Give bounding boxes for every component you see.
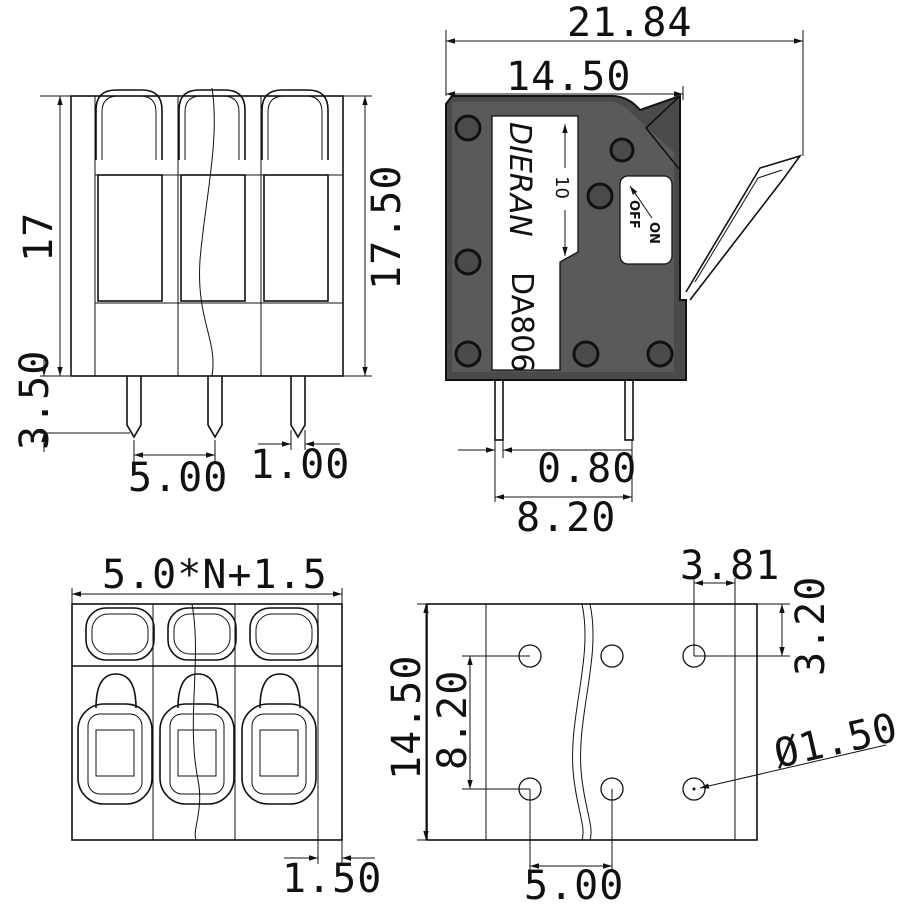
label-pitch-marker: 10 (551, 176, 572, 199)
dim-side-total-width: 21.84 (567, 0, 692, 46)
top-cell-3 (241, 607, 319, 805)
dim-side-pin-spacing: 8.20 (516, 495, 616, 541)
top-cell-1 (77, 607, 155, 805)
dim-side-body-width: 14.50 (506, 54, 631, 100)
dim-top-edge: 1.50 (282, 856, 382, 902)
front-view: 17 17.50 3.50 5.00 1.00 (12, 87, 410, 501)
dim-pcb-row-spacing: 8.20 (430, 670, 476, 770)
dim-front-pitch: 5.00 (128, 455, 228, 501)
label-model: DA806 (504, 272, 539, 372)
top-view: 5.0*N+1.5 1.50 (71, 552, 382, 902)
label-on: ON (646, 222, 661, 244)
dim-front-pin-width: 1.00 (250, 442, 350, 488)
top-cell-2 (159, 607, 237, 805)
dim-top-formula: 5.0*N+1.5 (102, 552, 328, 598)
side-view: DIERAN DA806 10 ON OFF 21.84 14.50 (445, 0, 804, 541)
spring-loop-3 (261, 89, 329, 302)
dim-pcb-hole-diameter: Ø1.50 (770, 705, 901, 778)
dim-pcb-body-depth: 14.50 (384, 655, 430, 780)
dim-side-pin-thickness: 0.80 (537, 446, 637, 492)
dim-front-height-total: 17.50 (364, 165, 410, 290)
dim-pcb-offset-y: 3.20 (788, 576, 834, 676)
dim-pcb-offset-x: 3.81 (680, 543, 780, 589)
front-pins (126, 376, 306, 439)
label-off: OFF (626, 200, 641, 229)
spring-loop-2 (178, 89, 246, 302)
label-brand: DIERAN (502, 122, 537, 237)
lever (644, 95, 803, 301)
spring-loop-1 (95, 89, 163, 302)
dim-pcb-pitch: 5.00 (524, 863, 624, 909)
dim-front-pin-length: 3.50 (12, 350, 58, 450)
pcb-hole-2 (600, 644, 624, 668)
dim-front-height-body: 17 (16, 212, 62, 262)
pcb-layout: 3.81 3.20 14.50 8.20 Ø1.50 5.00 (384, 543, 901, 909)
